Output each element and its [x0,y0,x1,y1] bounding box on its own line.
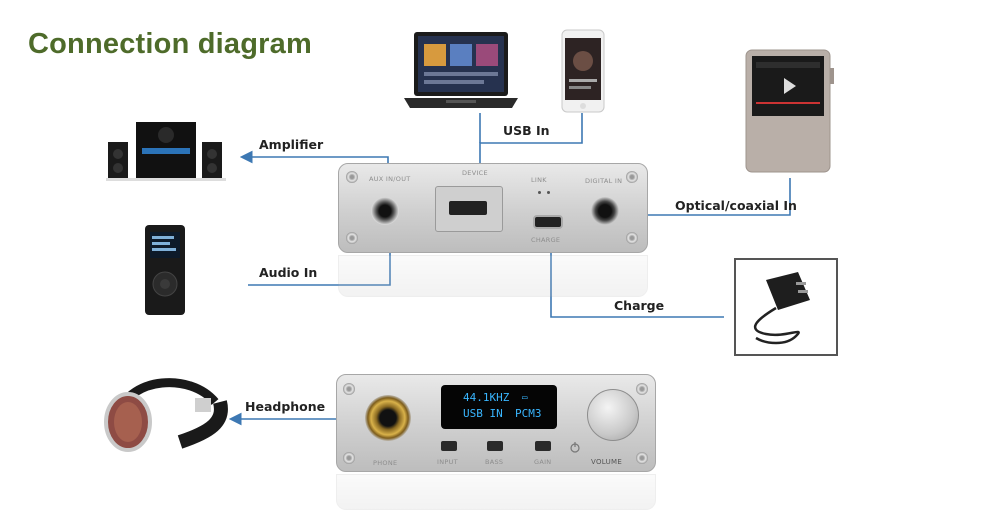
audio-in-label: Audio In [259,265,318,280]
screw [343,452,355,464]
screw [343,383,355,395]
dac-front-panel: PHONE 44.1KHZ ▭ USB IN PCM3 INPUT BASS G… [336,374,656,472]
usb-in-label: USB In [503,123,550,138]
hifi-player-icon [745,49,834,173]
charge-line [544,228,724,318]
aux-jack [371,197,399,225]
aux-in-out-label: AUX IN/OUT [369,175,411,183]
screw [346,232,358,244]
dac-back-panel: AUX IN/OUT DEVICE LINK DIGITAL IN CHARGE [338,163,648,253]
charger-icon [753,272,810,345]
display-input: USB IN [463,407,503,420]
oled-display: 44.1KHZ ▭ USB IN PCM3 [441,385,557,429]
back-panel-reflection [338,255,648,297]
diagram-title: Connection diagram [28,28,312,60]
audio-in-line [248,238,397,286]
volume-knob[interactable] [587,389,639,441]
speaker-system-icon [106,122,226,181]
input-switch[interactable] [441,441,457,451]
headphone-label: Headphone [245,399,326,414]
gain-label: GAIN [534,458,552,466]
digital-in-jack [591,197,619,225]
front-panel-reflection [336,474,656,510]
screw [636,452,648,464]
smartphone-icon [561,29,605,113]
optical-label: Optical/coaxial In [675,198,797,213]
portable-player-icon [145,225,185,315]
device-label: DEVICE [462,169,488,177]
input-label: INPUT [437,458,458,466]
bass-label: BASS [485,458,504,466]
charger-box [734,258,838,356]
power-icon [570,442,580,453]
digital-in-label: DIGITAL IN [585,177,623,185]
headphones-icon [104,378,228,452]
phone-label: PHONE [373,459,398,467]
gain-switch[interactable] [535,441,551,451]
display-sample-rate: 44.1KHZ [463,391,510,404]
charge-port [533,215,563,229]
display-format: PCM3 [515,407,542,420]
usb-port [435,186,503,232]
bass-switch[interactable] [487,441,503,451]
headphone-jack [365,395,411,441]
charge-label: Charge [614,298,665,313]
amplifier-label: Amplifier [259,137,324,152]
laptop-icon [404,32,518,108]
charge-port-label: CHARGE [531,236,561,244]
screw [626,171,638,183]
screw [346,171,358,183]
screw [626,232,638,244]
screw [636,383,648,395]
link-label: LINK [531,176,547,184]
optical-line [626,178,791,222]
volume-label: VOLUME [591,458,623,466]
